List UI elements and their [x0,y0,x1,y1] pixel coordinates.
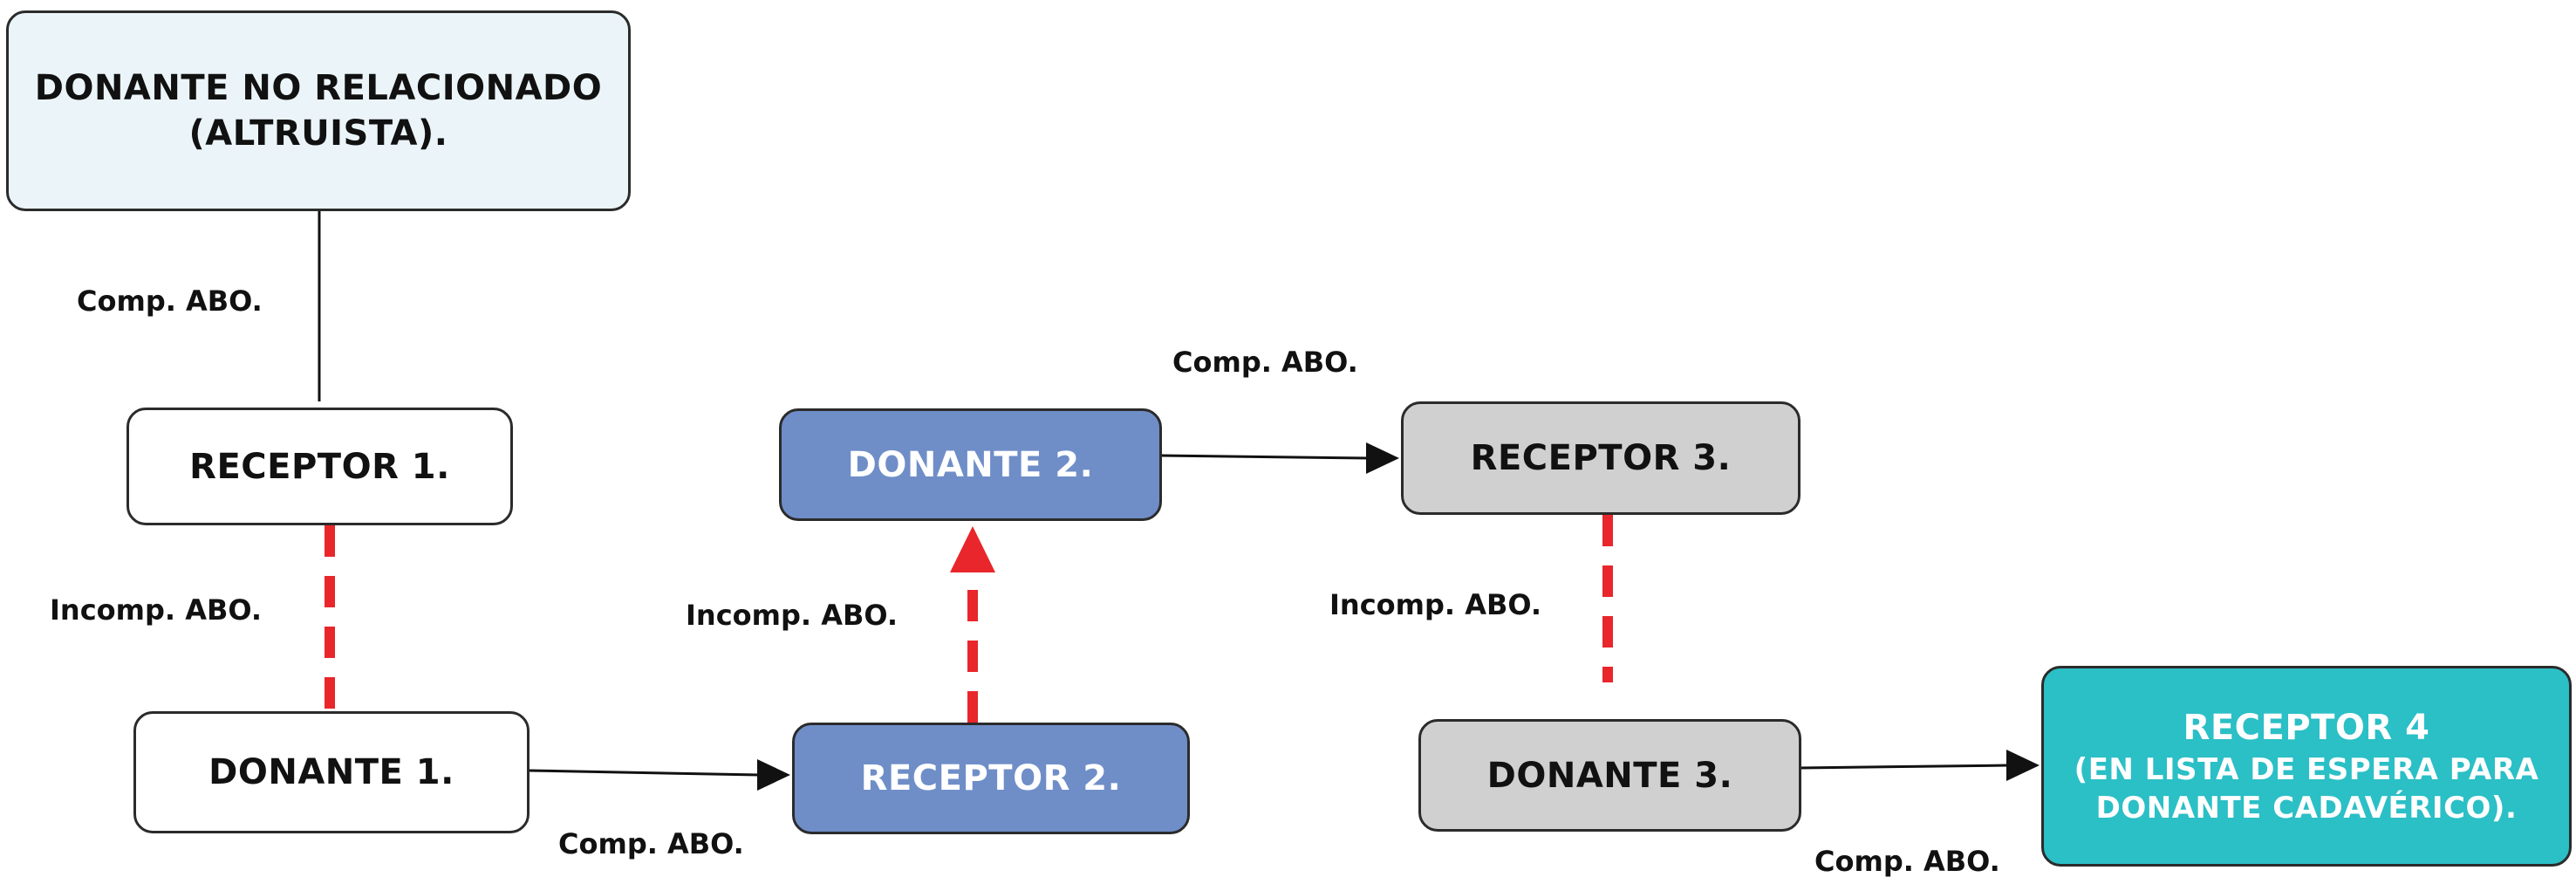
edge-donante1-receptor2 [529,769,760,777]
node-receptor-4-line2: (EN LISTA DE ESPERA PARA [2074,751,2539,787]
node-receptor-4-line1: RECEPTOR 4 [2183,707,2430,748]
arrowhead-receptor2-donante2 [950,526,995,572]
edge-label-donante1-receptor2: Comp. ABO. [558,827,744,860]
arrowhead-donante2-receptor3 [1366,442,1399,474]
arrowhead-donante1-receptor2 [757,759,790,791]
edge-label-receptor2-donante2: Incomp. ABO. [686,599,898,632]
node-altruist-line2: (ALTRUISTA). [188,113,448,154]
node-altruist-donor: DONANTE NO RELACIONADO (ALTRUISTA). [6,10,631,211]
node-receptor-3-label: RECEPTOR 3. [1470,438,1732,478]
node-receptor-4-line3: DONANTE CADAVÉRICO). [2095,791,2518,826]
edge-label-altruist-receptor1: Comp. ABO. [77,284,263,318]
node-donante-2-label: DONANTE 2. [847,444,1094,485]
node-receptor-2-label: RECEPTOR 2. [860,758,1122,798]
node-receptor-2: RECEPTOR 2. [792,723,1190,834]
node-donante-1-label: DONANTE 1. [208,752,454,792]
edge-label-donante2-receptor3: Comp. ABO. [1172,346,1358,379]
node-donante-3: DONANTE 3. [1418,719,1801,832]
edge-label-receptor3-donante3: Incomp. ABO. [1329,588,1541,621]
edge-label-receptor1-donante1: Incomp. ABO. [50,593,262,627]
node-receptor-3: RECEPTOR 3. [1401,401,1800,515]
arrowhead-donante3-receptor4 [2006,750,2040,781]
node-donante-2: DONANTE 2. [779,408,1162,521]
node-donante-3-label: DONANTE 3. [1486,755,1733,796]
node-receptor-4: RECEPTOR 4 (EN LISTA DE ESPERA PARA DONA… [2041,666,2572,867]
edge-label-donante3-receptor4: Comp. ABO. [1814,845,2000,878]
node-receptor-1: RECEPTOR 1. [126,408,513,525]
node-receptor-1-label: RECEPTOR 1. [189,446,450,487]
node-donante-1: DONANTE 1. [133,711,530,833]
edge-donante2-receptor3 [1159,454,1369,460]
node-altruist-line1: DONANTE NO RELACIONADO [34,68,603,108]
edge-donante3-receptor4 [1799,764,2009,770]
